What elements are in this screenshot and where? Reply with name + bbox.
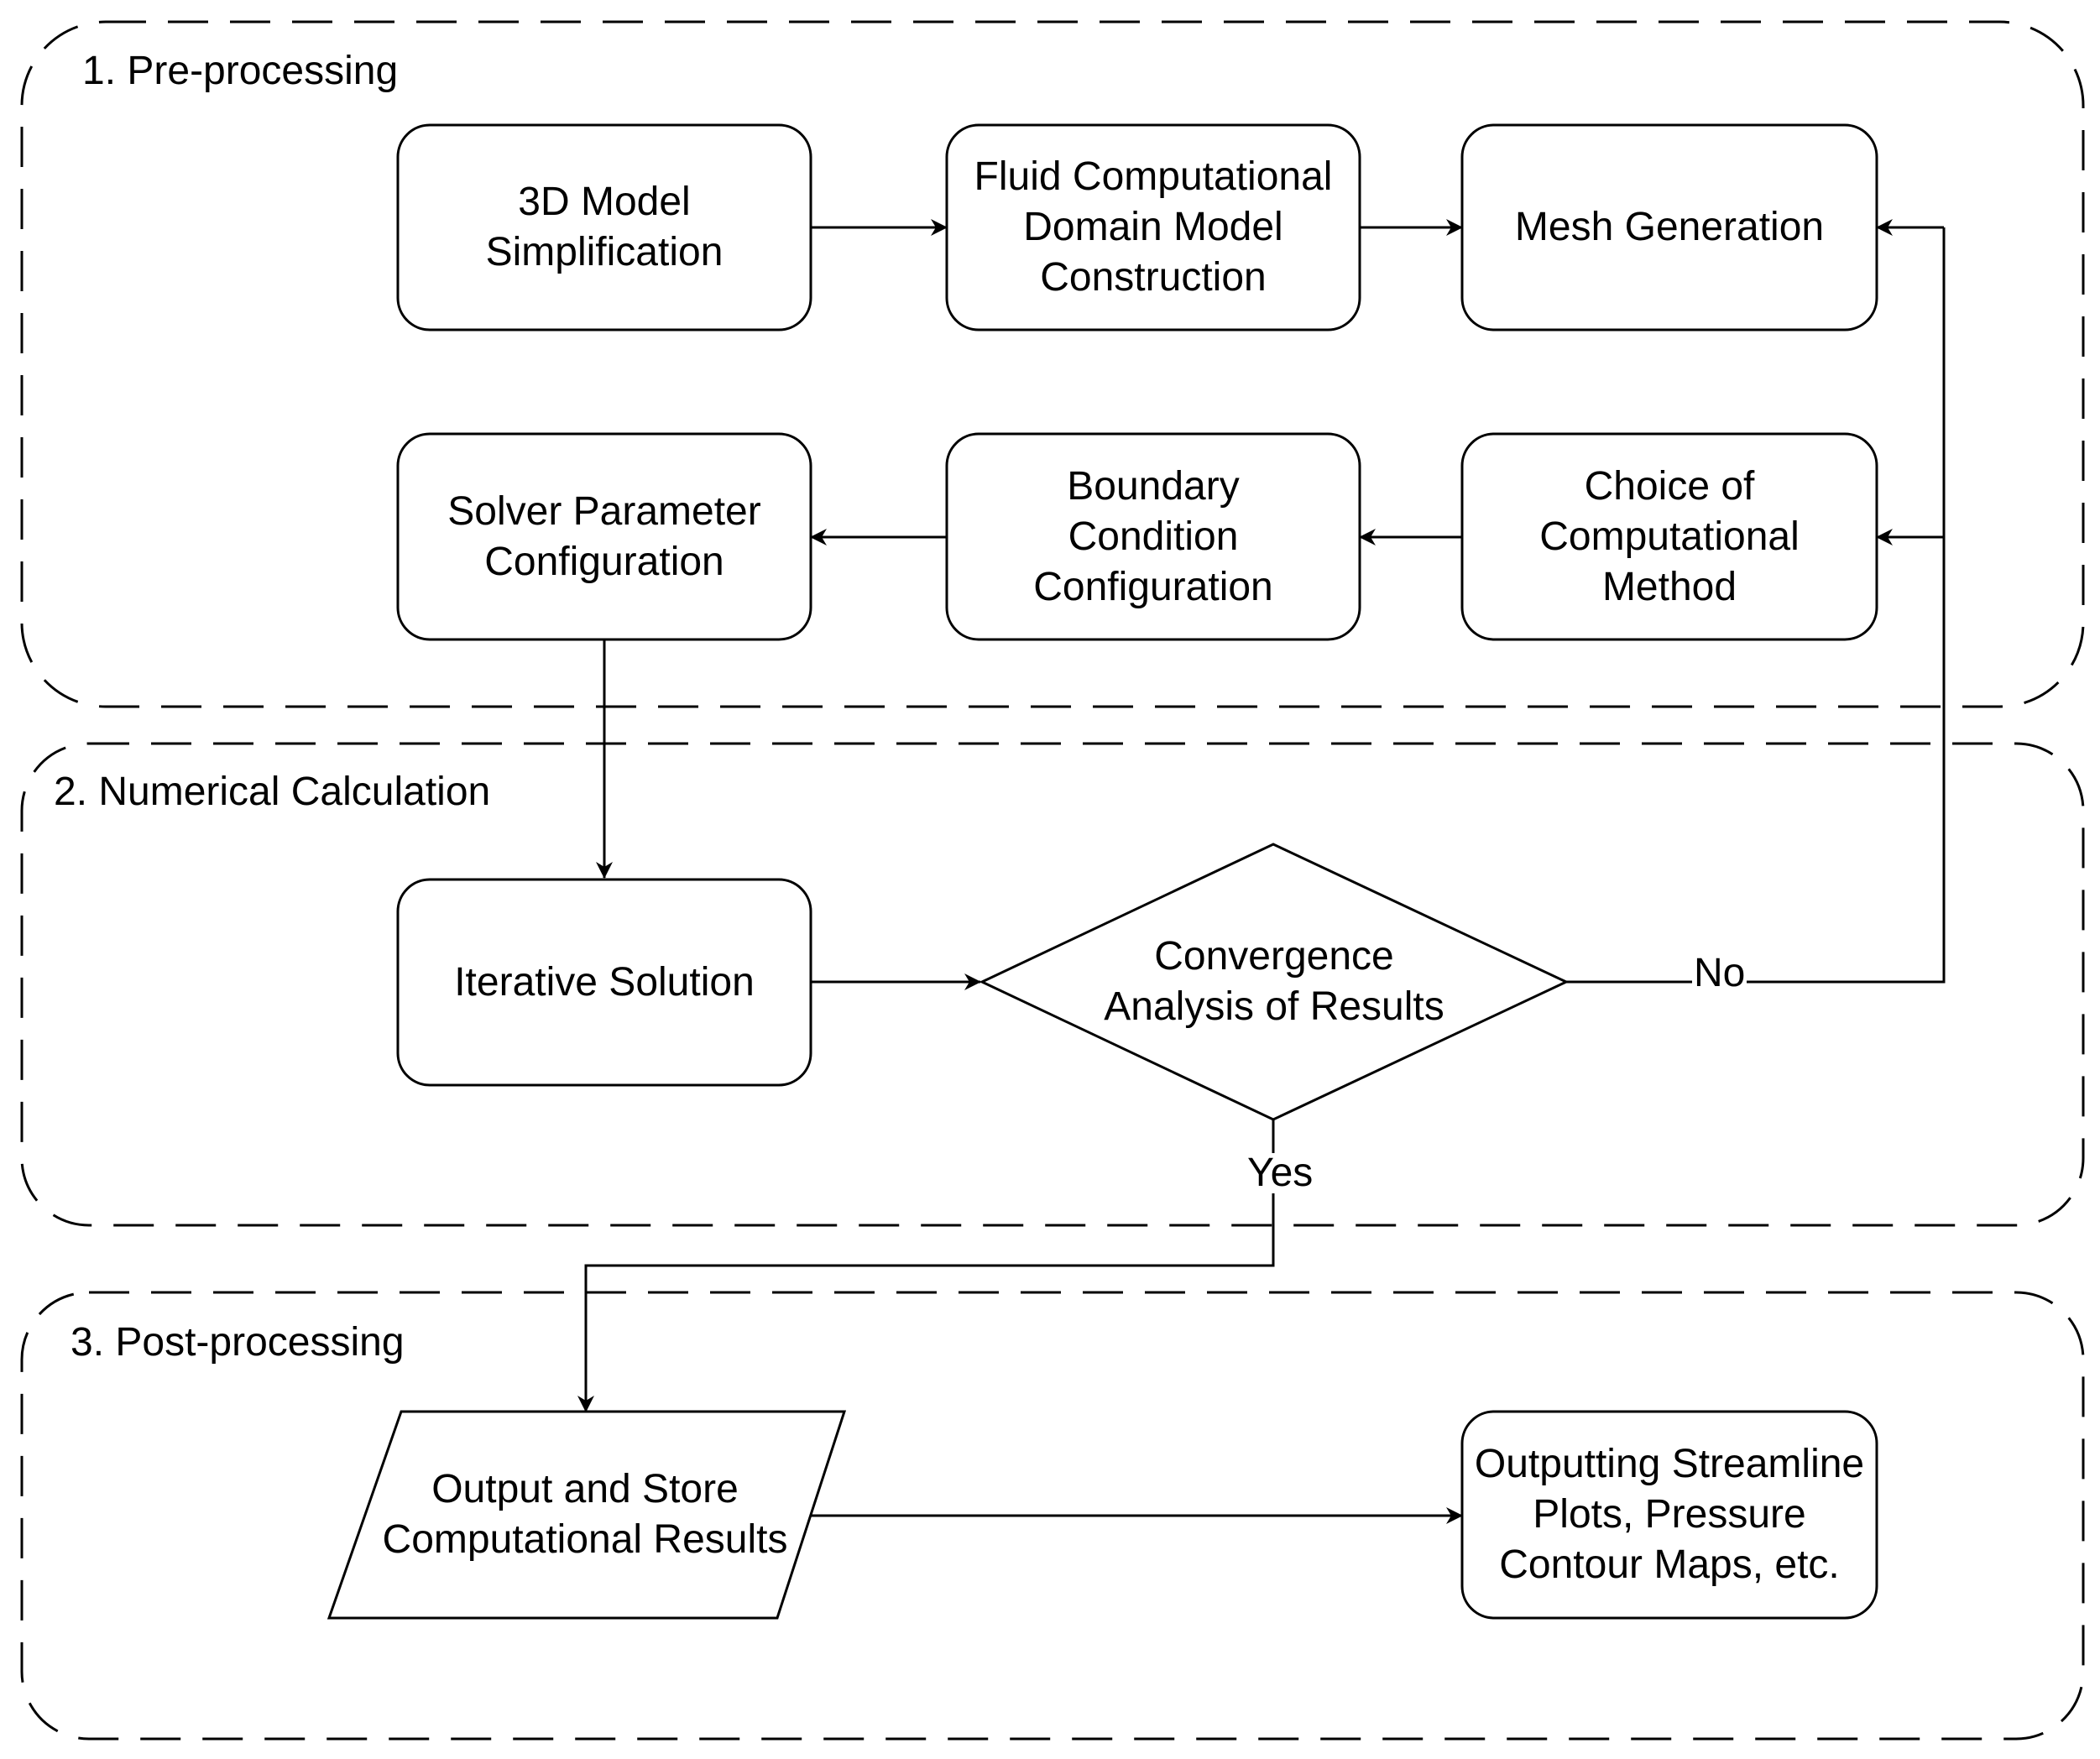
node-convergence: Convergence Analysis of Results: [1024, 906, 1524, 1057]
group-label-numerical: 2. Numerical Calculation: [54, 770, 491, 814]
node-output-store-label: Output and Store Computational Results: [382, 1467, 788, 1562]
node-solver-config: Solver Parameter Configuration: [398, 434, 811, 639]
node-fluid-domain-box: [945, 123, 1361, 331]
node-boundary-config-label: Boundary Condition Configuration: [1033, 463, 1273, 609]
node-method-choice-label: Choice of Computational Method: [1539, 463, 1800, 609]
node-method-choice-box: [1460, 432, 1878, 641]
node-mesh-generation-label: Mesh Generation: [1514, 205, 1825, 249]
group-postprocessing-frame: [20, 1291, 2085, 1741]
node-method-choice: Choice of Computational Method: [1462, 434, 1877, 639]
group-label-preprocessing: 1. Pre-processing: [82, 49, 399, 93]
edge-yes-to-output: [577, 1120, 1275, 1412]
node-model-simplification-box: [396, 123, 812, 331]
node-convergence-label: Convergence Analysis of Results: [1104, 934, 1444, 1029]
node-fluid-domain-label: Fluid Computational Domain Model Constru…: [974, 154, 1333, 300]
node-output-store-parallelogram: [326, 1410, 847, 1620]
node-output-store: Output and Store Computational Results: [363, 1412, 807, 1618]
node-iterative-solution-label: Iterative Solution: [454, 959, 755, 1005]
node-model-simplification-label: 3D Model Simplification: [485, 180, 724, 274]
group-numerical-frame: [20, 742, 2085, 1227]
edge-label-no: No: [1692, 951, 1747, 995]
node-outputting-plots-label: Outputting Streamline Plots, Pressure Co…: [1474, 1442, 1865, 1587]
node-fluid-domain: Fluid Computational Domain Model Constru…: [947, 125, 1360, 330]
node-iterative-solution: Iterative Solution: [398, 880, 811, 1085]
node-mesh-generation: Mesh Generation: [1462, 125, 1877, 330]
edge-label-yes: Yes: [1246, 1151, 1315, 1195]
group-preprocessing-frame: [20, 20, 2085, 708]
node-model-simplification: 3D Model Simplification: [398, 125, 811, 330]
node-mesh-generation-box: [1460, 123, 1878, 331]
node-iterative-solution-box: [396, 878, 812, 1087]
node-outputting-plots: Outputting Streamline Plots, Pressure Co…: [1462, 1412, 1877, 1618]
node-convergence-diamond: [979, 843, 1570, 1121]
node-solver-config-label: Solver Parameter Configuration: [447, 488, 761, 584]
node-boundary-config: Boundary Condition Configuration: [947, 434, 1360, 639]
node-solver-config-box: [396, 432, 812, 641]
node-boundary-config-box: [945, 432, 1361, 641]
group-label-postprocessing: 3. Post-processing: [71, 1320, 405, 1365]
node-outputting-plots-box: [1460, 1410, 1878, 1620]
